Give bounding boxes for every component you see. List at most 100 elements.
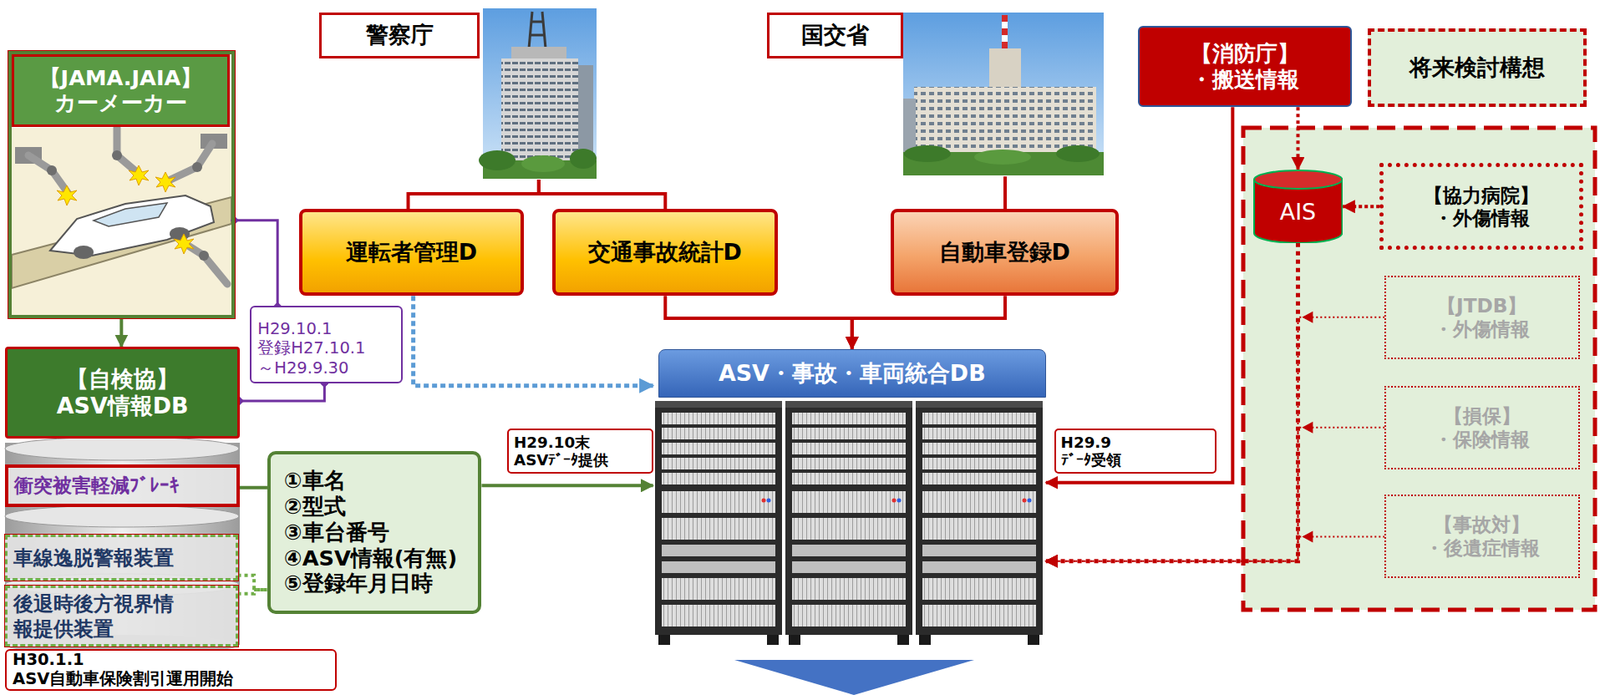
box-label: 自動車登録D (893, 212, 1115, 293)
database-box: 自動車登録D (890, 208, 1118, 296)
factory-illustration (111, 150, 122, 161)
connector (1046, 317, 1385, 562)
ministry-building-photo (903, 12, 1104, 176)
junction-arrowhead (1301, 421, 1313, 434)
disk-stack (5, 436, 240, 656)
factory-illustration (185, 243, 228, 285)
maker-panel: 【JAMA.JAIA】 カーメーカー (8, 50, 235, 319)
box-label: H29.10.1 登録H27.10.1 ～H29.9.30 (251, 307, 402, 382)
connector (413, 295, 654, 386)
factory-illustration (93, 203, 168, 227)
box-label: 【損保】 ・保険情報 (1386, 387, 1578, 468)
box-label: H29.10末 ASVﾃﾞｰﾀ提供 (508, 430, 652, 473)
box-label: AIS (1253, 183, 1343, 241)
connector (238, 575, 268, 590)
feature-item: 衝突被害軽減ﾌﾞﾚｰｷ (5, 464, 240, 508)
date-note: H30.1.1 ASV自動車保険割引運用開始 (5, 649, 337, 691)
factory-illustration (168, 143, 213, 181)
factory-illustration (173, 233, 194, 254)
box-label: 後退時後方視界情報提供装置 (7, 588, 235, 645)
connector (234, 220, 278, 307)
police-building-photo (528, 11, 546, 49)
box-label: H29.9 ﾃﾞｰﾀ受領 (1056, 430, 1215, 473)
ministry-building-photo (904, 145, 951, 163)
box-label: ①車名 ②型式 ③車台番号 ④ASV情報(有無) ⑤登録年月日時 (270, 454, 478, 611)
feature-item: 後退時後方視界情報提供装置 (5, 585, 238, 647)
connector (1046, 536, 1385, 561)
period-note: H29.10.1 登録H27.10.1 ～H29.9.30 (249, 305, 403, 384)
database-box: 運転者管理D (299, 208, 524, 296)
down-arrow (734, 660, 975, 695)
ministry-building-photo (1001, 15, 1008, 22)
police-building-photo (511, 46, 567, 61)
police-building-photo (478, 150, 516, 171)
cylinder-top (1254, 170, 1342, 189)
ministry-building-photo (989, 48, 1021, 91)
future-region: 将来検討構想 AIS 【協力病院】 ・外傷情報【JTDB】 ・外傷情報【損保】 ・保… (1243, 28, 1595, 610)
connector (239, 486, 268, 490)
connector (1342, 204, 1380, 209)
factory-illustration (11, 127, 232, 315)
source-box: 【消防庁】 ・搬送情報 (1137, 25, 1352, 108)
integrated-database: ASV・事故・車両統合DB (653, 349, 1047, 646)
box-label: H30.1.1 ASV自動車保険割引運用開始 (6, 650, 336, 690)
ministry-building-photo (903, 12, 1104, 176)
data-items-box: ①車名 ②型式 ③車台番号 ④ASV情報(有無) ⑤登録年月日時 (267, 451, 482, 615)
database-cylinder: AIS (1253, 169, 1343, 244)
box-label: 車線逸脱警報装置 (7, 537, 235, 579)
ministry-building-photo (1001, 28, 1008, 36)
server-racks (655, 401, 783, 646)
source-box: 【協力病院】 ・外傷情報 (1379, 162, 1584, 250)
box-label: 国交省 (766, 12, 903, 59)
connector (852, 295, 1006, 350)
ministry-building-photo (1001, 15, 1008, 51)
ministry-building-photo (974, 149, 1032, 165)
factory-illustration (50, 195, 214, 256)
box-label: 【自検協】 ASV情報DB (7, 349, 238, 437)
box-label: 将来検討構想 (1367, 28, 1588, 107)
box-label: 【消防庁】 ・搬送情報 (1139, 27, 1351, 107)
date-note: H29.9 ﾃﾞｰﾀ受領 (1054, 428, 1217, 474)
database-box: 交通事故統計D (552, 208, 778, 296)
future-source-box: 【事故対】 ・後遺症情報 (1384, 494, 1580, 579)
factory-illustration (11, 127, 232, 315)
police-building-photo (569, 148, 597, 169)
box-label: ASV・事故・車両統合DB (658, 349, 1047, 399)
box-label: 【JTDB】 ・外傷情報 (1386, 277, 1578, 358)
ministry-building-photo (1056, 145, 1100, 163)
box-label: 交通事故統計D (555, 212, 775, 293)
connector (408, 179, 539, 209)
server-racks (655, 401, 1043, 646)
connector (665, 295, 852, 350)
police-building-photo (521, 155, 565, 173)
police-building-photo (501, 58, 579, 166)
connector (538, 179, 666, 209)
down-arrow (734, 660, 975, 695)
factory-illustration (46, 165, 57, 176)
box-label: 警察庁 (319, 12, 480, 59)
box-label: 【JAMA.JAIA】 カーメーカー (11, 54, 230, 127)
factory-illustration (169, 227, 190, 241)
factory-illustration (198, 250, 209, 261)
factory-illustration (28, 155, 69, 194)
future-source-box: 【損保】 ・保険情報 (1384, 386, 1580, 470)
junction-arrowhead (1301, 530, 1313, 543)
box-label: 【事故対】 ・後遺症情報 (1386, 496, 1578, 577)
connector (481, 483, 653, 488)
date-note: H29.10末 ASVﾃﾞｰﾀ提供 (507, 428, 654, 474)
ministry-building-photo (1001, 41, 1008, 49)
server-racks (785, 401, 913, 646)
factory-illustration (192, 162, 203, 173)
agency-panel: 国交省 (766, 8, 1104, 178)
connector (239, 383, 325, 402)
connector (1003, 176, 1007, 209)
box-label: 運転者管理D (302, 212, 521, 293)
factory-illustration (73, 245, 94, 260)
database-box: 【自検協】 ASV情報DB (5, 346, 240, 439)
factory-illustration (116, 127, 139, 174)
connector (1046, 427, 1385, 562)
connector (119, 318, 123, 347)
disk-stack (5, 505, 239, 528)
